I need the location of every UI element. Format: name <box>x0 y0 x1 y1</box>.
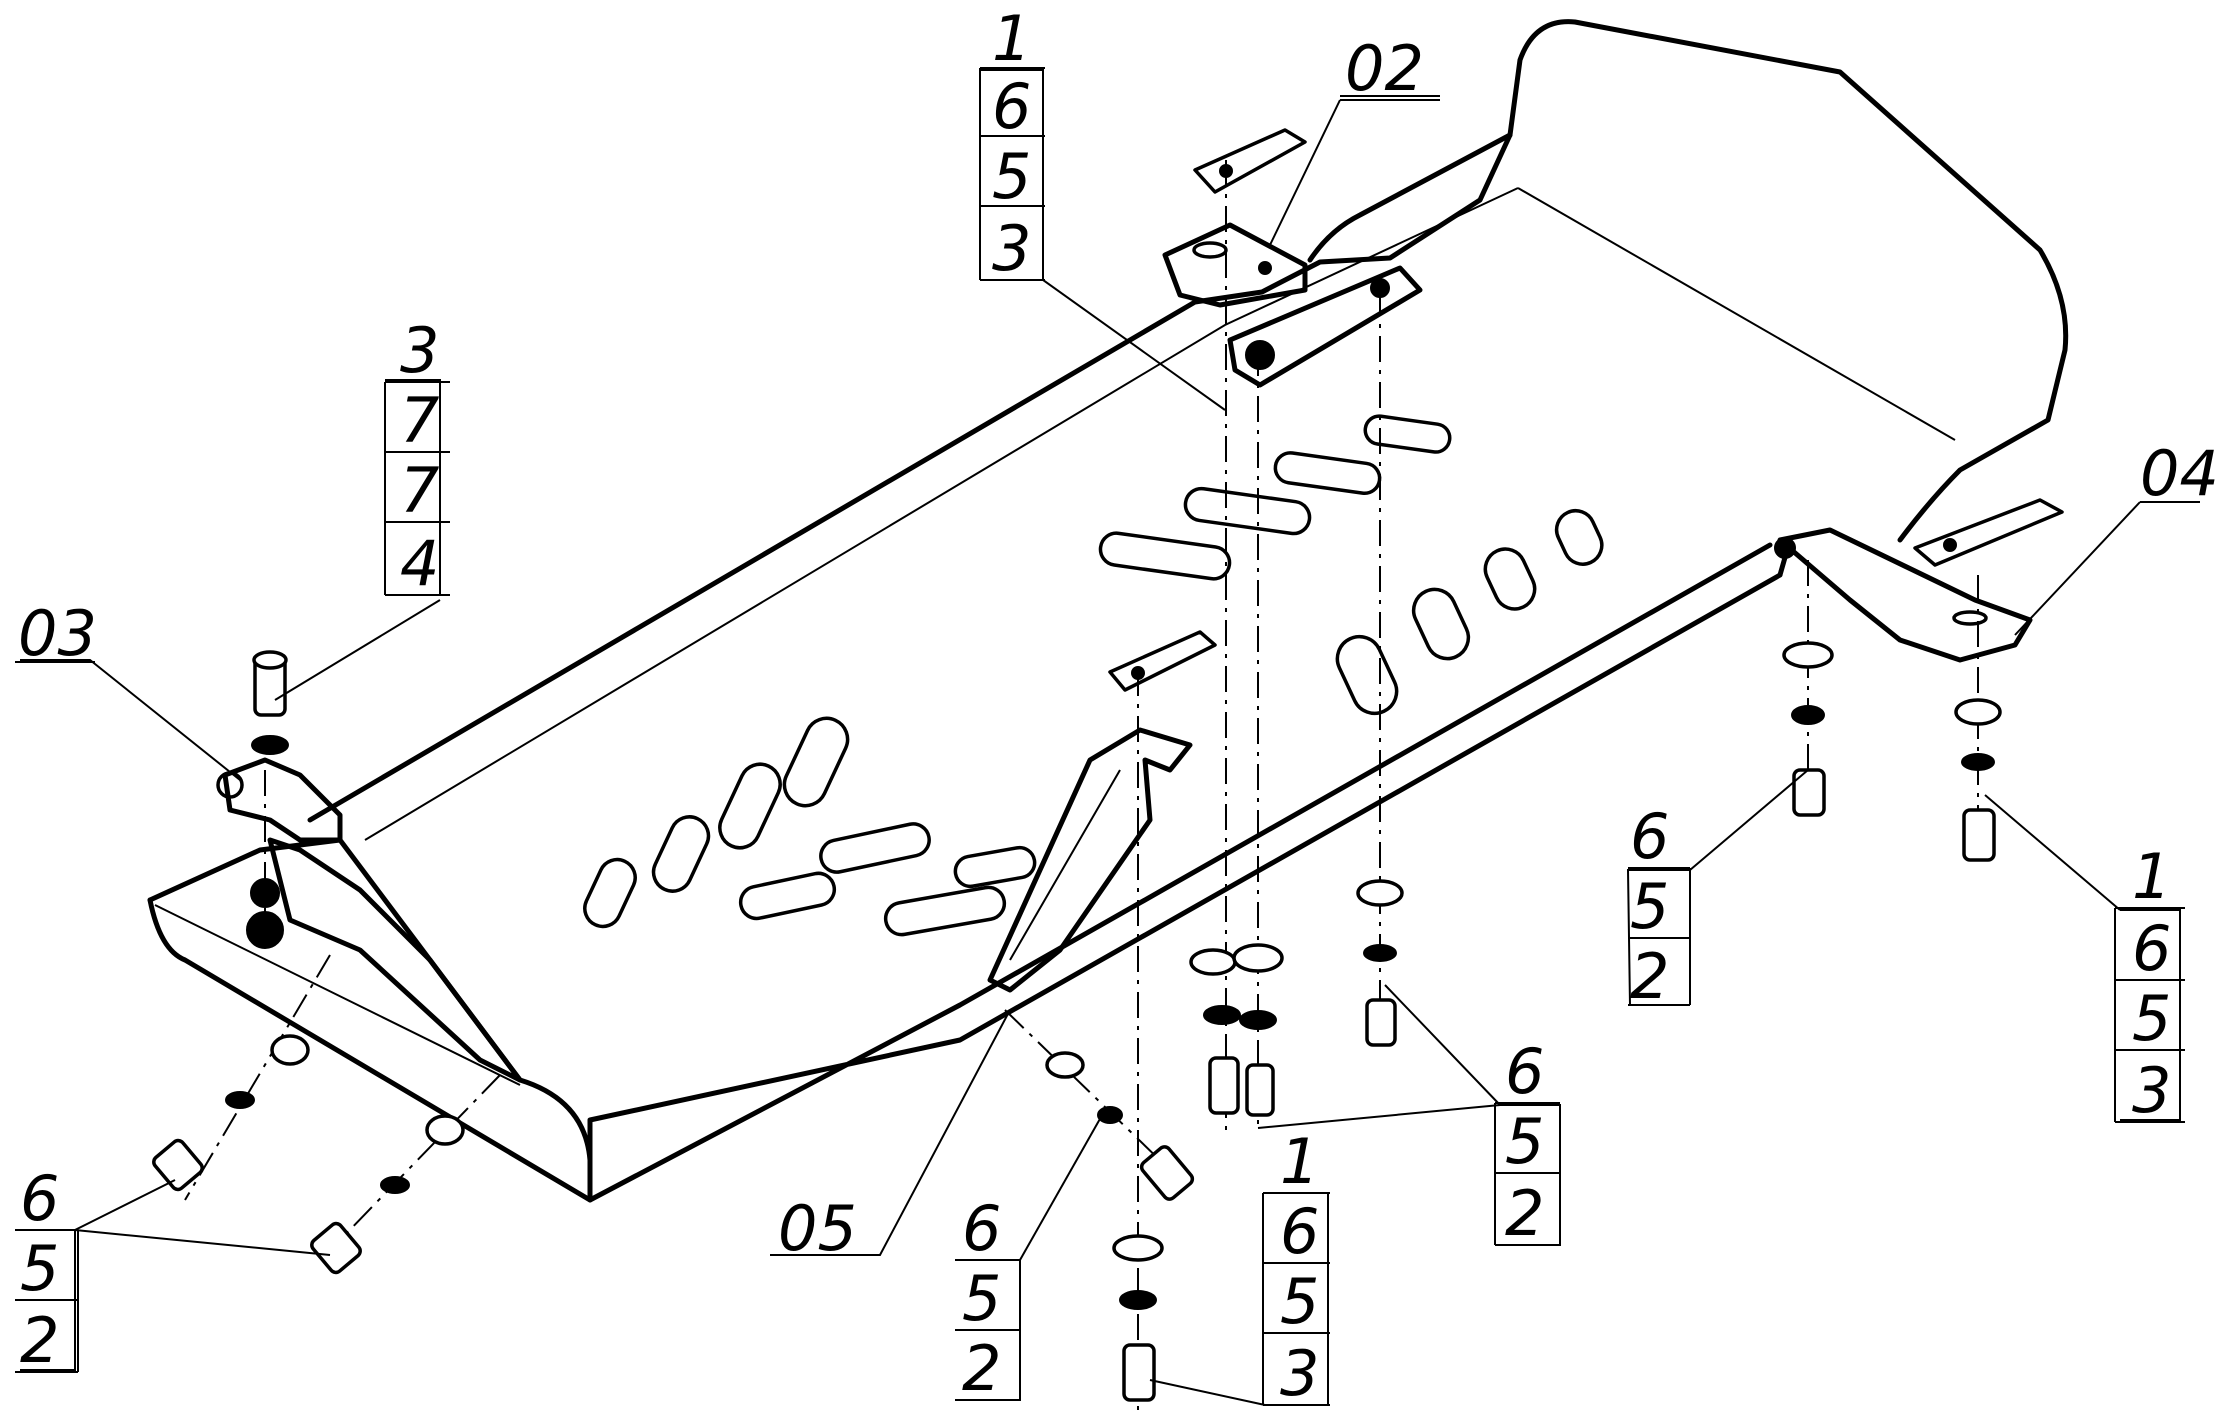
fasteners <box>152 641 2002 1402</box>
stack-item: 5 <box>962 1262 1001 1335</box>
stack-item: 6 <box>992 70 1031 143</box>
stack-right: 1 6 5 3 <box>2114 840 2185 1127</box>
stack-item: 2 <box>962 1332 1001 1405</box>
stack-item: 6 <box>962 1192 1001 1265</box>
stack-item: 5 <box>1630 870 1669 943</box>
stack-item: 5 <box>992 140 1031 213</box>
callout-04: 04 <box>2140 437 2219 510</box>
end-plate <box>1507 19 2069 543</box>
plate-washer <box>1193 128 1307 194</box>
stack-item: 7 <box>400 454 439 527</box>
slot <box>651 815 711 893</box>
stack-item: 7 <box>400 384 439 457</box>
skid-plate <box>147 19 2069 1203</box>
slot <box>1273 451 1382 496</box>
stack-item: 4 <box>400 527 439 600</box>
stack-item: 2 <box>20 1304 59 1377</box>
tray-back-edge <box>307 132 1513 823</box>
slot <box>1363 414 1452 454</box>
slot <box>883 885 1007 937</box>
bracket-02 <box>1162 128 1423 388</box>
stack-item: 1 <box>2132 840 2171 913</box>
bracket-04 <box>1774 498 2064 663</box>
plate-washer <box>1913 498 2064 567</box>
stack-item: 3 <box>992 212 1031 285</box>
slot <box>1554 508 1604 566</box>
stack-top-left: 3 7 7 4 <box>384 314 450 600</box>
left-lip-fold <box>154 904 521 1086</box>
callout-02: 02 <box>1345 32 1424 105</box>
leader-lines <box>20 69 2200 1406</box>
stack-item: 6 <box>2132 912 2171 985</box>
stack-item: 1 <box>1280 1125 1319 1198</box>
stack-item: 6 <box>1505 1035 1544 1108</box>
axis-lines <box>184 160 1979 1410</box>
slot <box>819 822 931 874</box>
stack-item: 2 <box>1630 940 1669 1013</box>
slot <box>738 871 837 921</box>
stack-item: 6 <box>1280 1195 1319 1268</box>
tray-back-inner <box>364 187 1519 841</box>
slot <box>1411 587 1471 661</box>
slot <box>718 762 782 850</box>
stack-item: 2 <box>1505 1177 1544 1250</box>
stack-top-center: 1 6 5 3 <box>979 2 1045 285</box>
bracket-03 <box>216 757 523 1083</box>
left-lip <box>147 837 593 1163</box>
callout-05: 05 <box>778 1192 857 1265</box>
stack-item: 5 <box>2132 982 2171 1055</box>
stack-center: 6 5 2 <box>1494 1035 1560 1250</box>
slot <box>1335 634 1399 716</box>
stack-item: 5 <box>20 1232 59 1305</box>
slot <box>1483 547 1537 611</box>
stack-item: 6 <box>1630 800 1669 873</box>
end-plate-side <box>1307 132 1513 263</box>
stack-bottom-center: 1 6 5 3 <box>1262 1125 1330 1410</box>
stack-bottom-mid: 6 5 2 <box>955 1192 1021 1405</box>
slot <box>953 845 1037 889</box>
stack-item: 6 <box>20 1162 59 1235</box>
slot <box>782 716 850 808</box>
left-lip-lower <box>147 897 593 1203</box>
callout-03: 03 <box>18 597 97 670</box>
slot <box>1183 486 1312 536</box>
slot <box>583 857 637 929</box>
stack-right-mid: 6 5 2 <box>1628 800 1691 1013</box>
stack-item: 5 <box>1505 1105 1544 1178</box>
slot <box>1098 531 1232 581</box>
end-plate-fold <box>1517 187 1956 441</box>
plate-washer <box>1108 630 1217 692</box>
bracket-05 <box>987 630 1217 993</box>
stack-item: 1 <box>992 2 1031 75</box>
stack-item: 5 <box>1280 1265 1319 1338</box>
stack-bottom-left: 6 5 2 <box>15 1162 79 1377</box>
stack-item: 3 <box>400 314 439 387</box>
stack-item: 3 <box>1280 1337 1319 1410</box>
vent-slots <box>583 414 1604 937</box>
callout-labels: 02 03 04 05 <box>15 32 2219 1265</box>
stack-item: 3 <box>2132 1054 2171 1127</box>
